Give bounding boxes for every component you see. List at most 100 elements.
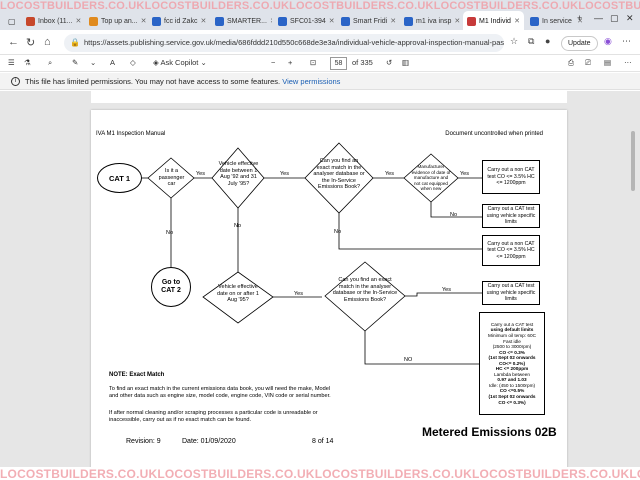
copilot-icon[interactable]: ◉ [604,36,612,46]
copilot-small-icon: ◈ [153,58,159,67]
page-view-icon[interactable]: ▥ [402,58,410,67]
browser-tab[interactable]: SMARTER...✕ [211,11,272,31]
tab-close-icon[interactable]: ✕ [328,18,335,25]
tab-label: Inbox (11... [38,17,73,25]
label-no: No [450,212,458,218]
default-limits-line: (1st Sept 02 onwards [488,394,536,399]
watermark-text: LOCOSTBUILDERS.CO.UK [472,467,630,480]
zoom-in-icon[interactable]: + [288,58,293,67]
label-yes: Yes [280,171,289,177]
tab-close-icon[interactable]: ✕ [390,18,397,25]
minimize-button[interactable]: — [594,13,603,23]
tab-label: m1 iva insp [416,17,452,25]
address-bar[interactable]: 🔒 https://assets.publishing.service.gov.… [64,34,504,52]
tab-close-icon[interactable]: ✕ [140,18,146,25]
page-total: of 335 [352,58,373,67]
q-manufacturer: Manufacturer evidence of date of manufac… [411,164,451,191]
q-date2: Vehicle effective date on or after 1 Aug… [217,284,259,304]
default-limits-line: CO<= 0.2%) [498,360,526,366]
browser-tab[interactable]: Smart Fridi✕ [337,11,398,31]
refresh-icon[interactable]: ↻ [26,37,36,49]
default-limits-line: using default limits [490,327,534,333]
tab-favicon-icon [341,16,350,26]
note-title: NOTE: Exact Match [109,372,165,378]
browser-tab[interactable]: fcc id Zakc✕ [148,11,209,31]
draw-icon[interactable]: ✎ [72,58,79,67]
zoom-out-icon[interactable]: − [271,58,276,67]
address-row: ← ↻ ⌂ 🔒 https://assets.publishing.servic… [0,31,640,55]
goto-cat2-label: Go to CAT 2 [161,278,181,294]
flowchart-lines [142,177,482,365]
result-noncat1: Carry out a non CAT test CO <= 3.5% HC <… [482,160,540,194]
profile-icon[interactable]: ● [545,36,551,46]
view-permissions-link[interactable]: View permissions [282,77,341,86]
highlight-icon[interactable]: ⌄ [90,58,97,67]
tab-label: SFC01-394 [290,17,326,25]
maximize-button[interactable]: ▢ [610,13,619,23]
save-icon[interactable]: ⎚ [585,58,591,67]
pdf-viewer[interactable]: IVA M1 Inspection Manual Document uncont… [0,91,640,467]
extensions-icon[interactable]: ⧉ [528,36,535,46]
chevron-down-icon: ⌄ [200,58,207,67]
browser-tab[interactable]: m1 iva insp✕ [400,11,461,31]
back-icon[interactable]: ← [8,36,19,48]
result-noncat2: Carry out a non CAT test CO <= 3.5% HC <… [482,235,540,266]
browser-tab[interactable]: Inbox (11...✕ [22,11,83,31]
tab-label: fcc id Zakc [164,17,198,25]
tab-close-icon[interactable]: ✕ [577,18,583,25]
tab-close-icon[interactable]: ✕ [200,18,207,25]
read-aloud-icon[interactable]: A [110,58,116,67]
fit-page-icon[interactable]: ⊡ [310,58,317,67]
q-exact2: Can you find an exact match in the analy… [332,277,398,303]
permissions-infobar: i This file has limited permissions. You… [0,73,640,90]
label-no-caps: NO [404,357,413,363]
close-window-button[interactable]: ✕ [626,13,634,23]
ask-copilot-button[interactable]: ◈ Ask Copilot ⌄ [153,58,207,67]
browser-tab[interactable]: In service✕ [526,11,587,31]
default-limits-line: Lambda between [494,371,530,377]
scrollbar-thumb[interactable] [631,131,635,191]
result-noncat1-text: Carry out a non CAT test CO <= 3.5% HC <… [487,167,535,187]
home-icon[interactable]: ⌂ [44,36,51,48]
tab-actions-button[interactable]: ▢ [4,11,20,31]
doc-header-right: Document uncontrolled when printed [445,131,543,137]
tab-close-icon[interactable]: ✕ [75,18,82,25]
result-cat-specific2-text: Carry out a CAT test using vehicle speci… [486,283,536,303]
tab-favicon-icon [278,16,287,26]
filter-icon[interactable]: ⚗ [24,58,31,67]
search-icon[interactable]: ⌕ [48,58,53,67]
browser-tab[interactable]: SFC01-394✕ [274,11,335,31]
tab-close-icon[interactable]: ✕ [454,18,461,25]
tab-close-icon[interactable]: ✕ [514,18,520,25]
more-icon[interactable]: ⋯ [624,58,632,67]
default-limits-line: HC <= 200ppm [495,366,529,372]
star-icon[interactable]: ☆ [510,36,519,46]
cat1-node: CAT 1 [97,163,142,193]
print-icon[interactable]: ⎙ [568,58,574,67]
watermark-text: LOCOSTBUILDERS.CO.UK [629,467,640,480]
lock-icon: 🔒 [70,38,80,47]
q-passenger: Is it a passenger car [158,168,185,188]
default-limits-line: (2500 to 3000rpm) [492,344,532,350]
tab-close-icon[interactable]: ✕ [270,17,272,25]
tab-label: SMARTER... [227,17,267,25]
contents-icon[interactable]: ☰ [8,58,15,67]
default-limits-line: CO <=0.5% [499,388,525,394]
goto-cat2-node: Go to CAT 2 [151,267,191,307]
update-button[interactable]: Update [561,36,598,51]
new-tab-button[interactable]: + [577,13,583,23]
default-limits-line: (1st Sept 02 onwards [488,355,536,361]
page-number-input[interactable]: 58 [330,57,347,70]
tab-label: Top up an... [101,17,138,25]
browser-tab[interactable]: Top up an...✕ [85,11,146,31]
browser-tab[interactable]: M1 Individ✕ [463,11,524,31]
menu-icon[interactable]: ⋯ [622,36,631,46]
save-as-icon[interactable]: ▤ [604,58,612,67]
label-no: No [334,229,342,235]
erase-icon[interactable]: ◇ [130,58,136,67]
q-exact1: Can you find an exact match in the analy… [313,158,365,191]
rotate-icon[interactable]: ↺ [386,58,393,67]
pdf-page: IVA M1 Inspection Manual Document uncont… [91,110,567,467]
label-yes: Yes [460,171,469,177]
